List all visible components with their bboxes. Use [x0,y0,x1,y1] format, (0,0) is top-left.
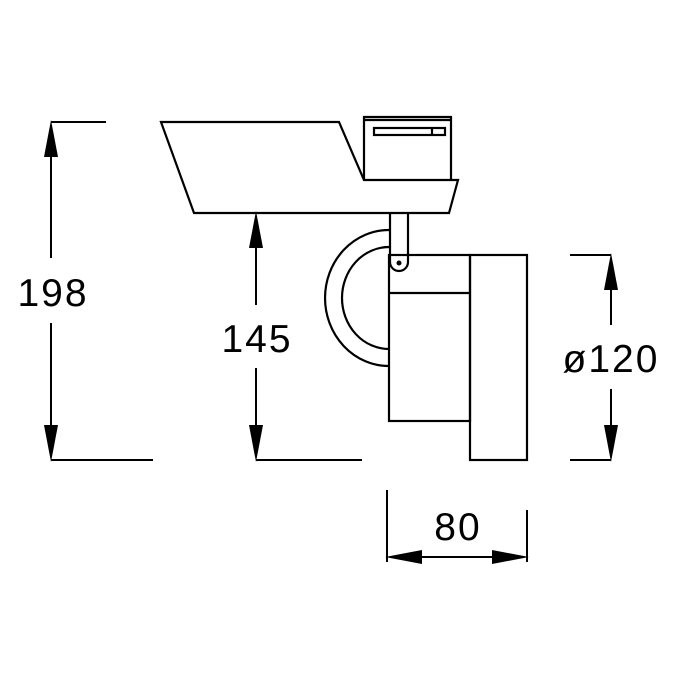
dimension-diameter: ø120 [563,253,660,462]
dimension-depth: 80 [385,490,529,564]
track-adapter-housing [159,115,460,215]
connector-slot [372,126,447,137]
pivot-stem [388,213,410,273]
dimension-label-80: 80 [434,506,481,549]
lamp-body [387,253,529,462]
dimension-label-145: 145 [221,318,292,361]
lamp-front-lens [468,253,529,462]
yoke-arc [323,228,390,368]
dimension-label-120: ø120 [563,338,660,381]
connector-box [362,115,453,180]
dimension-overall-height: 198 [17,120,153,462]
dimension-arm-height: 145 [221,211,362,462]
pivot-pin [396,260,402,266]
dimension-label-198: 198 [17,272,88,315]
